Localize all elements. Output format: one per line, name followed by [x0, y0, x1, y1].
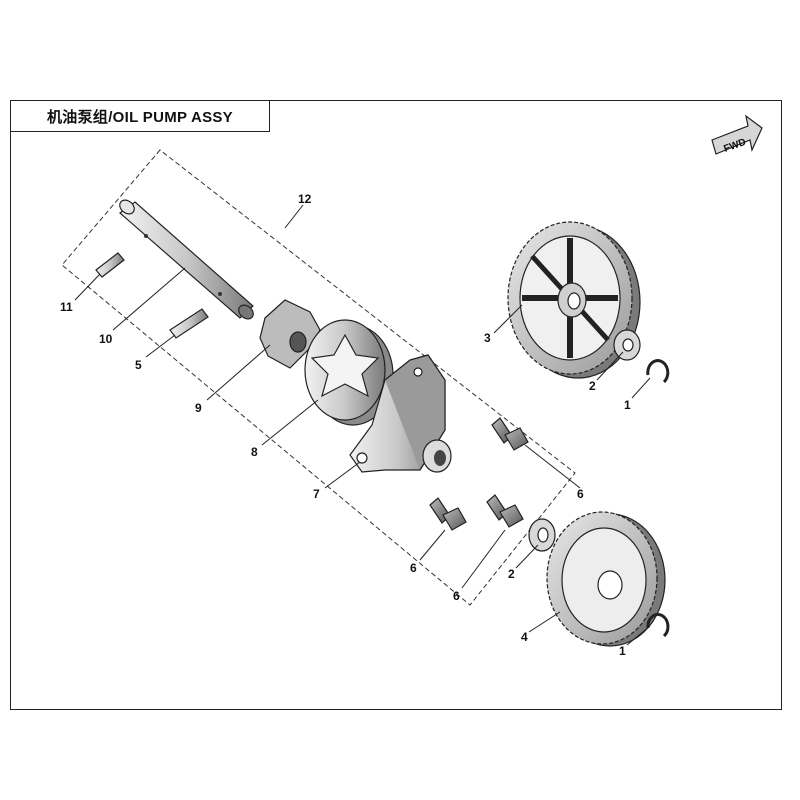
callout-1-upper: 1 — [624, 398, 631, 412]
callout-5: 5 — [135, 358, 142, 372]
callout-10: 10 — [99, 332, 113, 346]
driven-gear-upper — [507, 221, 641, 379]
pin-lower — [169, 308, 209, 339]
callout-2-lower: 2 — [508, 567, 515, 581]
callout-12: 12 — [298, 192, 312, 206]
title-box: 机油泵组/OIL PUMP ASSY — [10, 100, 270, 132]
callout-4: 4 — [521, 630, 528, 644]
bolt-lower-left — [429, 497, 467, 531]
callout-6-lower-right: 6 — [453, 589, 460, 603]
pin-upper — [95, 252, 125, 278]
callout-6-lower-left: 6 — [410, 561, 417, 575]
washer-lower — [528, 518, 556, 552]
drawing-frame — [10, 100, 782, 710]
page-title: 机油泵组/OIL PUMP ASSY — [47, 108, 233, 126]
washer-upper — [613, 329, 641, 361]
callout-11: 11 — [60, 300, 73, 314]
driven-gear-lower — [546, 511, 666, 647]
pump-body — [349, 354, 452, 473]
callout-7: 7 — [313, 487, 320, 501]
bolt-lower-right — [486, 494, 524, 528]
callout-3: 3 — [484, 331, 491, 345]
leader-lines — [74, 204, 651, 646]
shaft — [119, 199, 254, 320]
circlip-lower — [646, 613, 670, 638]
callout-1-lower: 1 — [619, 644, 626, 658]
outer-rotor — [304, 319, 394, 426]
bolt-upper — [491, 417, 529, 451]
callout-9: 9 — [195, 401, 202, 415]
assembly-outline — [61, 149, 576, 606]
callout-6-upper: 6 — [577, 487, 584, 501]
callout-8: 8 — [251, 445, 258, 459]
fwd-arrow-icon: FWD — [711, 114, 763, 155]
circlip-upper — [646, 359, 670, 384]
callout-2-upper: 2 — [589, 379, 596, 393]
